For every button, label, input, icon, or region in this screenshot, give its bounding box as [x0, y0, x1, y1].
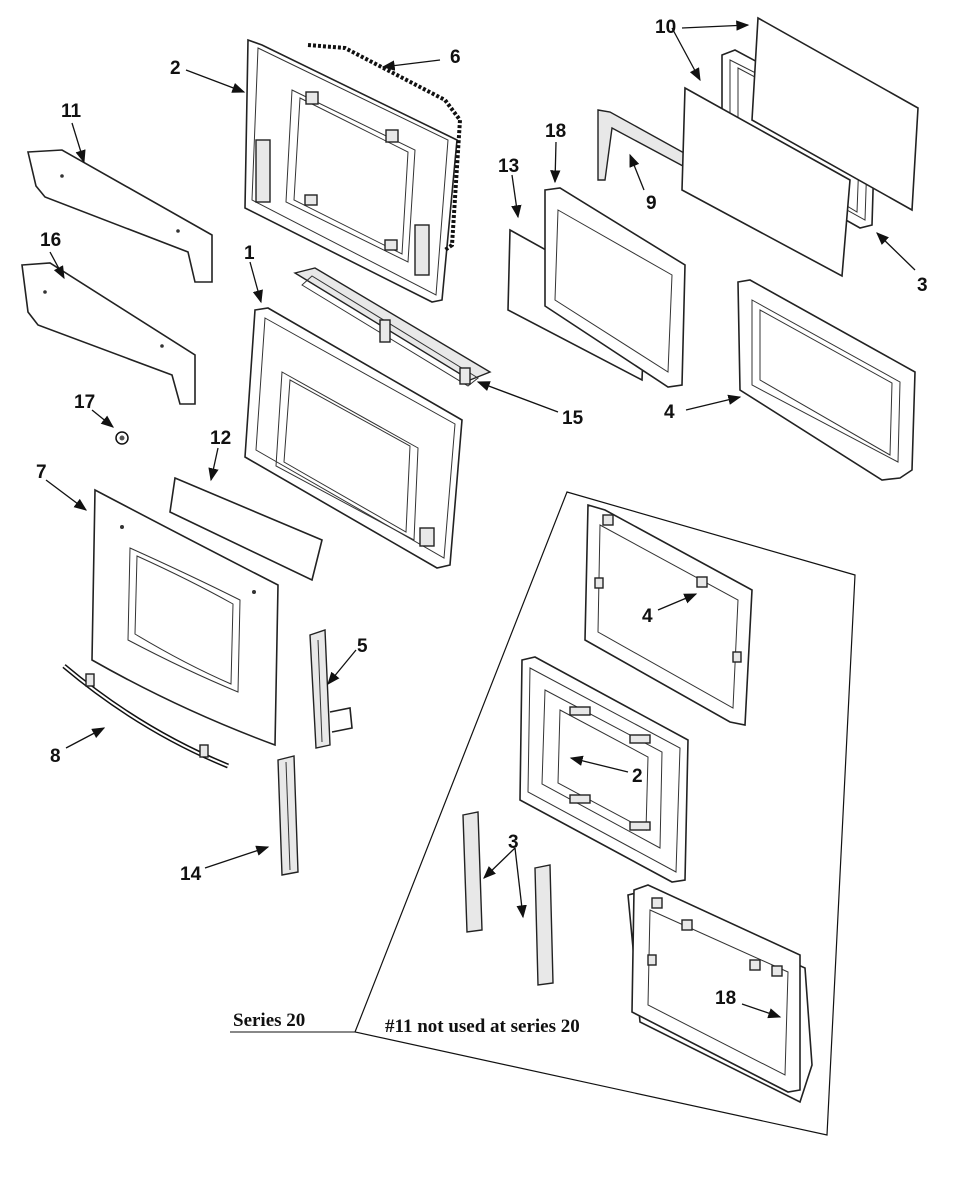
label-part-16: 16	[40, 230, 61, 251]
label-part-4: 4	[664, 402, 675, 423]
part-6-gasket	[307, 43, 463, 252]
inset-title: Series 20	[233, 1010, 305, 1031]
part-12-insulation	[169, 476, 323, 582]
label-part-10: 10	[655, 17, 676, 38]
label-part-5: 5	[357, 636, 368, 657]
label-part-2: 2	[170, 58, 181, 79]
part-16-panel	[21, 262, 196, 405]
inset-part-2-door-frame	[519, 656, 689, 883]
inset-part-4-frame	[584, 503, 753, 726]
label-part-1: 1	[244, 243, 255, 264]
label-part-15: 15	[562, 408, 584, 429]
label-part-11: 11	[61, 101, 82, 122]
part-8-handle	[62, 664, 229, 769]
part-4-frame	[737, 279, 916, 481]
part-18-frame	[544, 187, 686, 388]
label-part-12: 12	[210, 428, 231, 449]
part-15-top-trim	[293, 267, 492, 387]
part-1-outer-door-panel	[244, 307, 463, 569]
label-part-18: 18	[545, 121, 566, 142]
label-part-6: 6	[450, 47, 461, 68]
part-11-upper-panel	[27, 149, 213, 283]
part-14-hinge	[277, 755, 299, 876]
part-2-inner-door-frame	[244, 38, 458, 303]
leader-lines	[45, 20, 916, 1019]
inset-part-18-frame	[627, 884, 813, 1104]
label-part-8: 8	[50, 746, 61, 767]
inset-label-part-4: 4	[642, 606, 653, 627]
label-part-7: 7	[36, 462, 47, 483]
part-17-screw	[115, 431, 129, 445]
series-20-inset	[230, 491, 856, 1136]
part-labels: 1 2 3 4 5 6 7 8 9 10 11 12 13 14 15 16 1…	[36, 17, 928, 885]
label-part-9: 9	[646, 193, 657, 214]
label-part-13: 13	[498, 156, 519, 177]
label-part-3: 3	[917, 275, 928, 296]
inset-label-part-2: 2	[632, 766, 643, 787]
inset-note: #11 not used at series 20	[385, 1016, 580, 1037]
inset-label-part-3: 3	[508, 832, 519, 853]
part-7-outer-glass	[91, 488, 279, 747]
part-10-glass-panes	[681, 16, 919, 278]
inset-labels: 4 2 3 18 Series 20 #11 not used at serie…	[233, 606, 736, 1037]
inset-label-part-18: 18	[715, 988, 736, 1009]
label-part-14: 14	[180, 864, 202, 885]
label-part-17: 17	[74, 392, 95, 413]
inset-part-3-hinges	[462, 811, 554, 986]
part-5-hinge	[309, 629, 353, 749]
